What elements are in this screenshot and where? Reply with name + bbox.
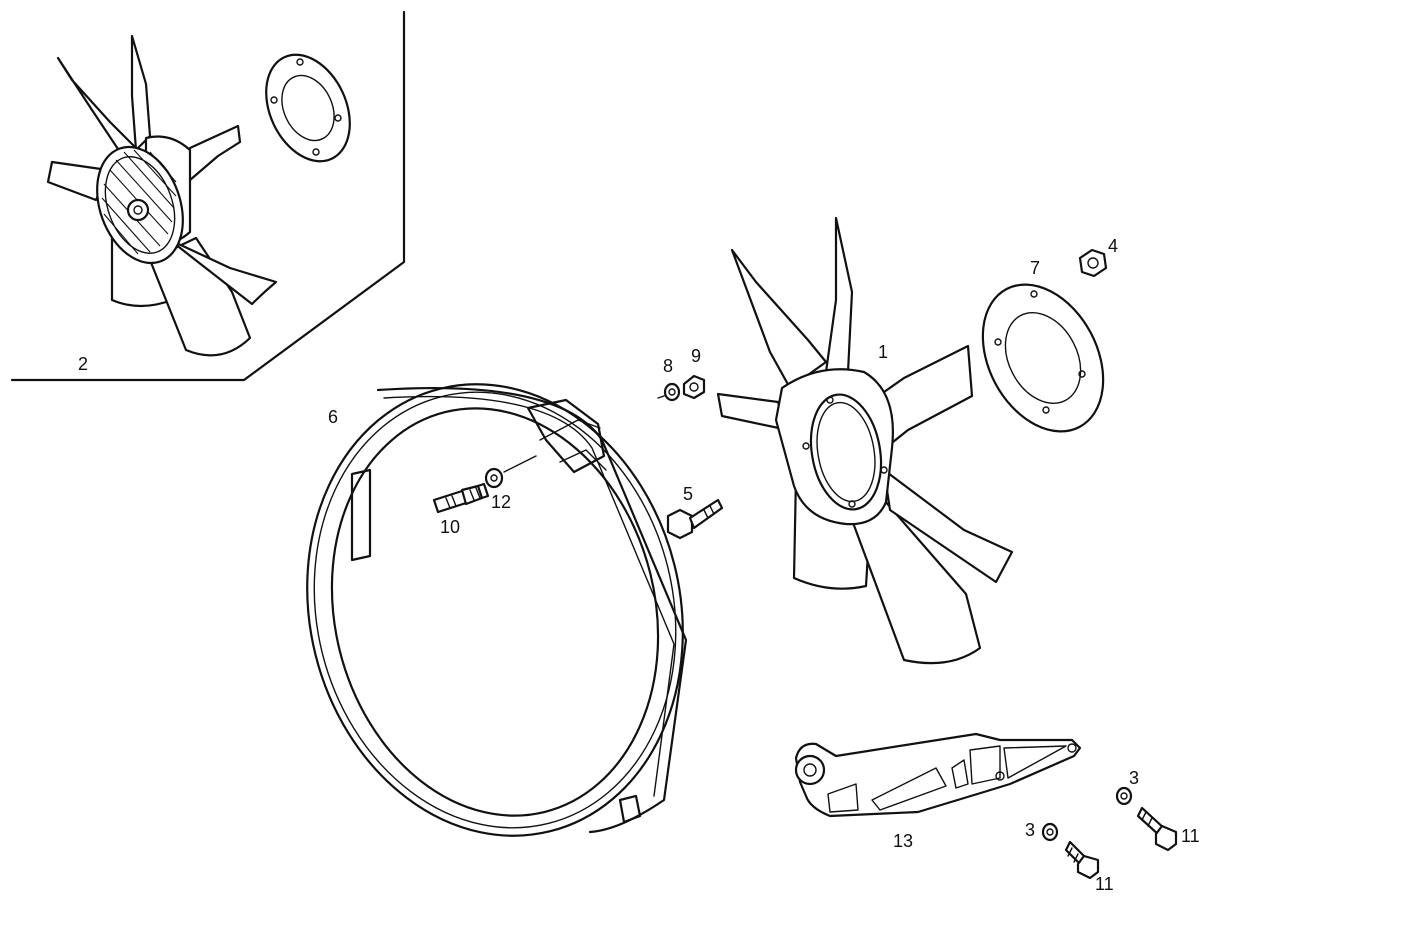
bracket (794, 732, 1082, 818)
washer-upper (1115, 786, 1133, 806)
callout-11-lower: 11 (1095, 874, 1114, 894)
bolt-upper (1136, 806, 1178, 852)
callout-9: 9 (691, 346, 701, 366)
callout-3-upper: 3 (1129, 768, 1139, 788)
inset-frame (10, 10, 406, 382)
callout-6: 6 (328, 407, 338, 427)
bolt (666, 498, 724, 540)
callout-13: 13 (893, 831, 913, 851)
inset-plate (265, 53, 351, 163)
callout-7: 7 (1030, 258, 1040, 278)
clutch-fan (46, 34, 278, 357)
washer-lower (1041, 822, 1059, 842)
callout-5: 5 (683, 484, 693, 504)
washer-and-nut-small (657, 374, 706, 402)
spacer-plate (981, 283, 1105, 433)
leader-line (503, 455, 537, 473)
callout-3-lower: 3 (1025, 820, 1035, 840)
callout-8: 8 (663, 356, 673, 376)
fan-shroud (306, 383, 688, 837)
nut (1078, 248, 1108, 278)
callout-12: 12 (491, 492, 511, 512)
bolt-lower (1064, 840, 1100, 880)
callout-1: 1 (878, 342, 888, 362)
stud-and-washer (432, 467, 504, 514)
callout-4: 4 (1108, 236, 1118, 256)
callout-2: 2 (78, 354, 88, 374)
callout-10: 10 (440, 517, 460, 537)
fan (716, 216, 1014, 665)
callout-11-upper: 11 (1181, 826, 1200, 846)
